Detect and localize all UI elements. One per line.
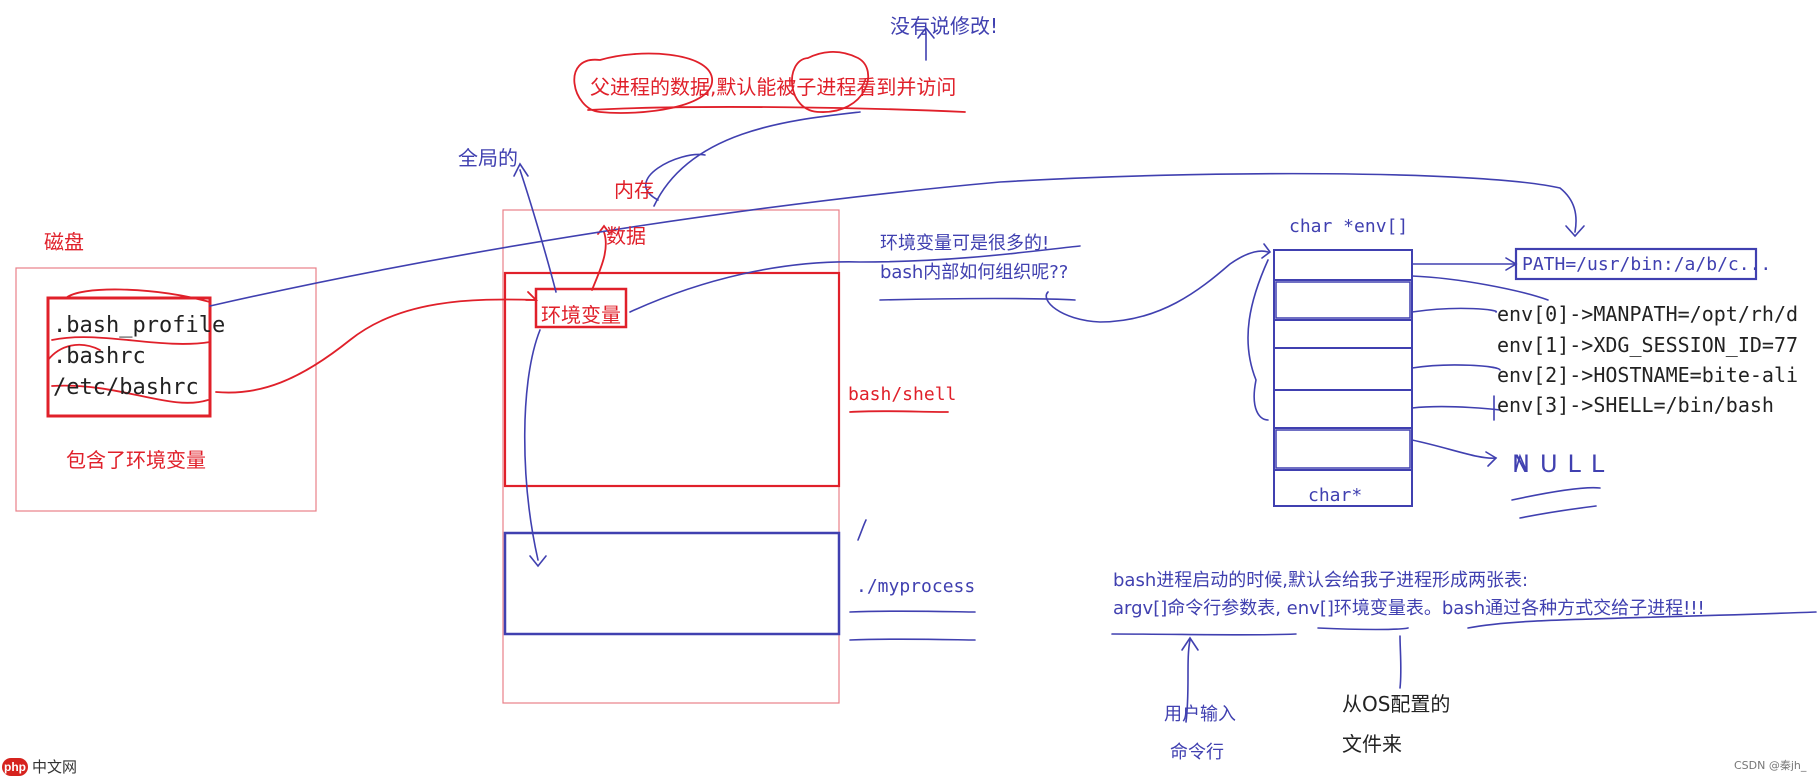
annotation-not-said-modify: 没有说修改!: [890, 14, 999, 38]
red-ellipse-right: [791, 51, 869, 113]
annotation-data: 数据: [606, 224, 646, 248]
php-logo-icon: php: [2, 758, 28, 776]
annotation-global: 全局的: [458, 146, 518, 170]
annotation-bash-start-1: bash进程启动的时候,默认会给我子进程形成两张表:: [1113, 570, 1529, 591]
annotation-parent-data: 父进程的数据,默认能被子进程看到并访问: [590, 75, 957, 99]
annotation-many-envs-1: 环境变量可是很多的!: [880, 233, 1050, 254]
env-path-entry: PATH=/usr/bin:/a/b/c...: [1522, 254, 1772, 275]
annotation-from-os-1: 从OS配置的: [1342, 692, 1451, 716]
env-entry-2: env[2]->HOSTNAME=bite-ali: [1497, 363, 1799, 387]
env-entry-3: env[3]->SHELL=/bin/bash: [1497, 393, 1774, 417]
env-null-label: NULL: [1512, 450, 1615, 478]
annotation-user-input: 用户输入: [1164, 704, 1236, 725]
disk-box: [15, 267, 317, 512]
annotation-memory: 内存: [614, 178, 654, 202]
env-entry-1: env[1]->XDG_SESSION_ID=77: [1497, 333, 1799, 357]
annotation-disk: 磁盘: [44, 230, 84, 254]
myprocess-box: [503, 531, 841, 636]
file-etc-bashrc: /etc/bashrc: [53, 375, 199, 400]
env-table-title: char *env[]: [1289, 216, 1409, 237]
annotation-contains-env: 包含了环境变量: [66, 448, 206, 472]
annotation-command-line: 命令行: [1170, 742, 1224, 763]
annotation-from-os-2: 文件来: [1342, 732, 1402, 756]
env-table-last-cell: char*: [1308, 485, 1363, 506]
file-bash-profile: .bash_profile: [53, 313, 226, 338]
env-entry-0: env[0]->MANPATH=/opt/rh/d: [1497, 302, 1799, 326]
label-bash-shell: bash/shell: [848, 384, 957, 405]
annotation-many-envs-2: bash内部如何组织呢??: [880, 262, 1069, 283]
label-myprocess: ./myprocess: [856, 576, 976, 597]
env-var-box: [534, 287, 628, 329]
watermark-site: 中文网: [32, 758, 78, 776]
watermark-csdn: CSDN @秦jh_: [1734, 759, 1807, 772]
annotation-bash-start-2: argv[]命令行参数表, env[]环境变量表。bash通过各种方式交给子进程…: [1113, 598, 1705, 619]
config-files-box: [46, 296, 212, 418]
file-bashrc: .bashrc: [53, 344, 146, 369]
label-env-var: 环境变量: [541, 303, 621, 327]
bash-shell-box: [503, 271, 841, 488]
env-table: [1273, 249, 1413, 507]
